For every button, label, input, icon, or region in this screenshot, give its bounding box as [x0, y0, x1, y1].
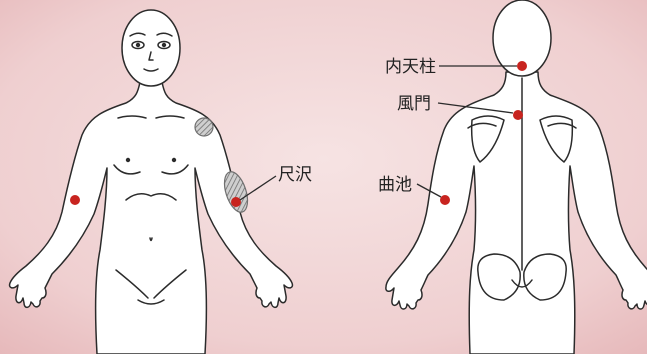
label-shakutaku: 尺沢	[278, 165, 312, 185]
label-kyokuchi: 曲池	[378, 175, 412, 195]
point-kyokuchi-front	[70, 195, 80, 205]
point-fumon	[513, 110, 523, 120]
front-nipple-left	[126, 158, 130, 162]
front-shoulder-area	[195, 118, 213, 136]
label-naitenchu: 内天柱	[385, 57, 436, 77]
front-pupil-left	[136, 43, 140, 47]
front-pupil-right	[162, 43, 166, 47]
point-kyokuchi	[440, 195, 450, 205]
front-head	[122, 10, 180, 86]
point-shakutaku	[231, 197, 241, 207]
label-fumon: 風門	[397, 94, 431, 114]
front-nipple-right	[172, 158, 176, 162]
point-naitenchu	[517, 61, 527, 71]
